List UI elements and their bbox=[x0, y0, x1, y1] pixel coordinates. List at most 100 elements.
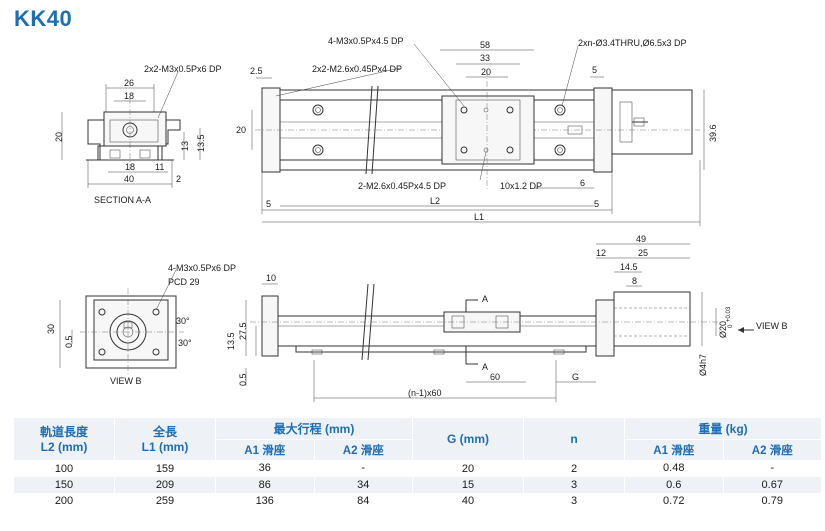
top-dim-20-h: 20 bbox=[481, 67, 491, 77]
table-cell: 150 bbox=[14, 476, 115, 493]
header-max-stroke: 最大行程 (mm) bbox=[215, 418, 413, 440]
side-dim-49: 49 bbox=[636, 234, 646, 244]
side-dim-12: 12 bbox=[596, 248, 606, 258]
side-dim-10: 10 bbox=[266, 273, 276, 283]
side-dim-27-5: 27.5 bbox=[238, 322, 248, 340]
vb-callout-4-m3: 4-M3x0.5Px6 DP bbox=[168, 263, 236, 273]
top-dim-l2: L2 bbox=[430, 196, 440, 206]
vb-callout-pcd: PCD 29 bbox=[168, 277, 200, 287]
table-cell: 20 bbox=[412, 460, 524, 477]
vb-angle-30-a: 30° bbox=[176, 316, 190, 326]
table-cell: - bbox=[314, 460, 413, 477]
side-dim-4h7: Ø4h7 bbox=[698, 354, 708, 376]
table-cell: 136 bbox=[215, 492, 315, 509]
spec-table: 軌道長度 L2 (mm) 全長 L1 (mm) 最大行程 (mm) G (mm)… bbox=[14, 418, 822, 509]
side-view: A A 10 27.5 13.5 0.5 60 G (n-1)x60 49 25… bbox=[226, 234, 788, 402]
top-dim-5-right: 5 bbox=[594, 199, 599, 209]
top-view: 58 33 20 2.5 5 20 39.6 6 5 5 L2 L1 4-M3x… bbox=[236, 36, 718, 226]
top-callout-2xn-thru: 2xn-Ø3.4THRU,Ø6.5x3 DP bbox=[578, 38, 687, 48]
header-l2: 軌道長度 L2 (mm) bbox=[14, 418, 115, 461]
table-row: 200 259 136 84 40 3 0.72 0.79 bbox=[14, 492, 822, 509]
table-cell: - bbox=[723, 460, 822, 477]
header-l1-label: 全長 L1 (mm) bbox=[141, 425, 189, 455]
aa-dim-18-top: 18 bbox=[124, 91, 134, 101]
table-cell: 2 bbox=[523, 460, 625, 477]
side-view-b-arrow-label: VIEW B bbox=[756, 321, 788, 331]
aa-dim-26: 26 bbox=[124, 78, 134, 88]
table-cell: 34 bbox=[314, 476, 413, 493]
header-g: G (mm) bbox=[412, 418, 524, 461]
header-l2-label: 軌道長度 L2 (mm) bbox=[39, 425, 88, 455]
header-weight: 重量 (kg) bbox=[624, 418, 822, 440]
table-cell: 209 bbox=[114, 476, 216, 493]
side-dim-tol-plus: +0.03 bbox=[726, 306, 732, 322]
header-stroke-a1: A1 滑座 bbox=[215, 439, 315, 460]
top-dim-2-5: 2.5 bbox=[250, 66, 263, 76]
top-callout-10x1-2: 10x1.2 DP bbox=[500, 181, 542, 191]
view-b: 30 0.5 4-M3x0.5Px6 DP PCD 29 30° 30° VIE… bbox=[46, 263, 236, 386]
page-title: KK40 bbox=[14, 6, 73, 31]
top-dim-5-top: 5 bbox=[592, 65, 597, 75]
top-dim-5-left: 5 bbox=[266, 199, 271, 209]
header-stroke-a2: A2 滑座 bbox=[314, 439, 413, 460]
vb-dim-0-5: 0.5 bbox=[64, 335, 74, 348]
table-cell: 40 bbox=[412, 492, 524, 509]
side-dim-13-5: 13.5 bbox=[226, 332, 236, 350]
table-cell: 0.67 bbox=[723, 476, 822, 493]
side-dim-8: 8 bbox=[632, 276, 637, 286]
table-cell: 0.79 bbox=[723, 492, 822, 509]
top-dim-6: 6 bbox=[580, 178, 585, 188]
vb-angle-30-b: 30° bbox=[178, 338, 192, 348]
aa-dim-13: 13 bbox=[180, 141, 190, 151]
aa-dim-11: 11 bbox=[155, 162, 164, 172]
table-cell: 86 bbox=[215, 476, 315, 493]
aa-dim-40: 40 bbox=[124, 174, 134, 184]
top-dim-l1: L1 bbox=[474, 212, 484, 222]
header-weight-a1: A1 滑座 bbox=[624, 439, 724, 460]
top-callout-2x2-m2-6: 2x2-M2.6x0.45Px4 DP bbox=[312, 64, 402, 74]
table-cell: 36 bbox=[215, 460, 315, 477]
aa-dim-20: 20 bbox=[54, 132, 64, 142]
header-l1: 全長 L1 (mm) bbox=[114, 418, 216, 461]
aa-dim-13-5: 13.5 bbox=[196, 134, 206, 152]
side-dim-tol-zero: 0 bbox=[728, 324, 734, 328]
aa-dim-2: 2 bbox=[176, 174, 181, 184]
side-dim-60: 60 bbox=[490, 372, 500, 382]
table-cell: 259 bbox=[114, 492, 216, 509]
side-section-a-top: A bbox=[482, 294, 488, 304]
table-cell: 100 bbox=[14, 460, 115, 477]
side-dim-n-1x60: (n-1)x60 bbox=[408, 388, 442, 398]
top-dim-39-6: 39.6 bbox=[708, 124, 718, 142]
table-cell: 0.48 bbox=[624, 460, 724, 477]
table-row: 150 209 86 34 15 3 0.6 0.67 bbox=[14, 476, 822, 493]
table-cell: 200 bbox=[14, 492, 115, 509]
aa-callout: 2x2-M3x0.5Px6 DP bbox=[144, 64, 222, 74]
table-cell: 159 bbox=[114, 460, 216, 477]
top-callout-2-m2-6: 2-M2.6x0.45Px4.5 DP bbox=[358, 181, 446, 191]
table-cell: 0.6 bbox=[624, 476, 724, 493]
vb-dim-30: 30 bbox=[46, 324, 56, 334]
side-dim-20-dia: Ø20 bbox=[718, 321, 728, 338]
side-section-a-bottom: A bbox=[482, 362, 488, 372]
aa-dim-18-bottom: 18 bbox=[125, 162, 135, 172]
side-dim-25: 25 bbox=[638, 248, 648, 258]
top-callout-4-m3: 4-M3x0.5Px4.5 DP bbox=[328, 36, 404, 46]
side-dim-g: G bbox=[572, 372, 579, 382]
header-n: n bbox=[523, 418, 625, 461]
side-dim-14-5: 14.5 bbox=[620, 262, 638, 272]
table-cell: 15 bbox=[412, 476, 524, 493]
section-aa-view: 26 18 20 13 13.5 18 11 40 2 2x2-M3x0.5Px… bbox=[54, 64, 222, 205]
side-dim-0-5: 0.5 bbox=[238, 373, 248, 386]
top-dim-20-v: 20 bbox=[236, 125, 246, 135]
table-cell: 3 bbox=[523, 492, 625, 509]
top-dim-33: 33 bbox=[480, 53, 490, 63]
table-row: 100 159 36 - 20 2 0.48 - bbox=[14, 460, 822, 477]
view-b-label: VIEW B bbox=[110, 376, 142, 386]
header-weight-a2: A2 滑座 bbox=[723, 439, 822, 460]
table-cell: 0.72 bbox=[624, 492, 724, 509]
section-aa-label: SECTION A-A bbox=[94, 195, 151, 205]
table-cell: 3 bbox=[523, 476, 625, 493]
technical-drawing: 26 18 20 13 13.5 18 11 40 2 2x2-M3x0.5Px… bbox=[46, 36, 788, 402]
top-dim-58: 58 bbox=[480, 40, 490, 50]
table-cell: 84 bbox=[314, 492, 413, 509]
